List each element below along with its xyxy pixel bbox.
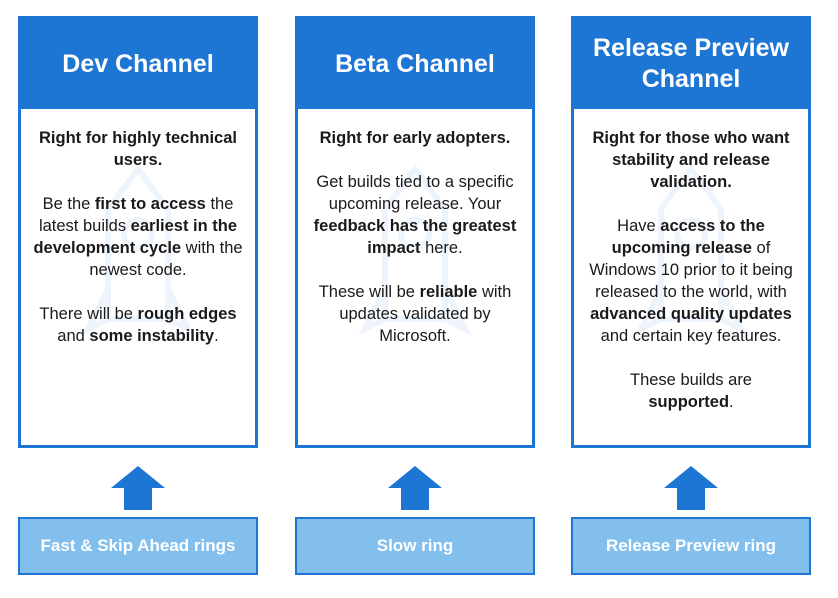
channel-headline: Right for highly technical users. xyxy=(38,129,237,169)
emphasis-text: reliable xyxy=(419,283,478,301)
arrow-up-icon xyxy=(571,460,811,516)
emphasis-text: supported xyxy=(648,393,730,411)
channel-paragraph: Have access to the upcoming release of W… xyxy=(586,215,796,347)
body-text: There will be xyxy=(39,305,138,323)
body-text: Have xyxy=(617,217,661,235)
body-text: of Windows 10 prior to it being released… xyxy=(589,239,793,301)
watermark-icon xyxy=(81,164,195,336)
body-text: . xyxy=(729,393,734,411)
body-text: Get builds tied to a specific upcoming r… xyxy=(316,173,514,213)
body-text: . xyxy=(214,327,219,345)
arrow-up-icon xyxy=(18,460,258,516)
ring-label: Slow ring xyxy=(295,517,535,575)
channel-title: Release Preview Channel xyxy=(574,19,808,109)
channel-paragraph: These builds are supported. xyxy=(586,369,796,413)
channel-body: Right for those who want stability and r… xyxy=(574,109,808,413)
emphasis-text: advanced quality updates xyxy=(590,305,792,323)
body-text: These will be xyxy=(318,283,420,301)
channel-title: Beta Channel xyxy=(298,19,532,109)
emphasis-text: earliest in the development cycle xyxy=(33,217,238,257)
channel-paragraph: Get builds tied to a specific upcoming r… xyxy=(310,171,520,259)
channel-card: Release Preview Channel Right for those … xyxy=(571,16,811,448)
channel-body: Right for highly technical users. Be the… xyxy=(21,109,255,347)
emphasis-text: rough edges xyxy=(137,305,237,323)
body-text: with the newest code. xyxy=(89,239,243,279)
body-text: Be the xyxy=(42,195,95,213)
channel-card: Beta Channel Right for early adopters. G… xyxy=(295,16,535,448)
body-text: with updates validated by Microsoft. xyxy=(339,283,512,345)
body-text: These builds are xyxy=(630,371,752,389)
channel-body: Right for early adopters. Get builds tie… xyxy=(298,109,532,347)
emphasis-text: feedback has the greatest impact xyxy=(313,217,517,257)
channel-headline: Right for those who want stability and r… xyxy=(592,129,790,191)
emphasis-text: first to access xyxy=(94,195,206,213)
channel-column-dev: Dev Channel Right for highly technical u… xyxy=(18,16,258,575)
ring-label: Release Preview ring xyxy=(571,517,811,575)
watermark-icon xyxy=(358,164,472,336)
body-text: here. xyxy=(420,239,463,257)
arrow-up-icon xyxy=(295,460,535,516)
channel-paragraph: There will be rough edges and some insta… xyxy=(33,303,243,347)
channel-column-beta: Beta Channel Right for early adopters. G… xyxy=(295,16,535,575)
channel-title: Dev Channel xyxy=(21,19,255,109)
body-text: and xyxy=(57,327,90,345)
channel-headline: Right for early adopters. xyxy=(319,129,511,147)
channel-column-release-preview: Release Preview Channel Right for those … xyxy=(571,16,811,575)
body-text: and certain key features. xyxy=(600,327,782,345)
channel-paragraph: These will be reliable with updates vali… xyxy=(310,281,520,347)
emphasis-text: access to the upcoming release xyxy=(611,217,765,257)
ring-label: Fast & Skip Ahead rings xyxy=(18,517,258,575)
watermark-icon xyxy=(634,164,748,336)
body-text: the latest builds xyxy=(38,195,234,235)
channel-paragraph: Be the first to access the latest builds… xyxy=(33,193,243,281)
emphasis-text: some instability xyxy=(89,327,215,345)
channel-card: Dev Channel Right for highly technical u… xyxy=(18,16,258,448)
